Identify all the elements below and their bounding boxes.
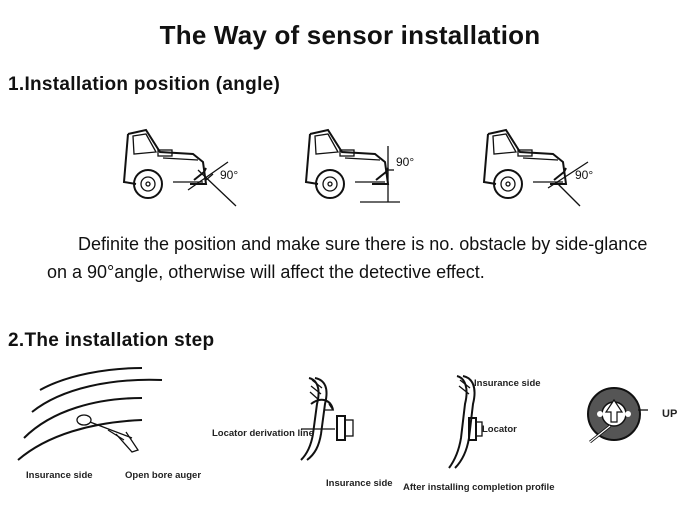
sensor-orientation-up-drawing: [587, 387, 648, 444]
car-diagram-1: [122, 128, 237, 207]
car-diagram-3: [482, 128, 589, 207]
label-insurance-side-1: Insurance side: [26, 470, 93, 481]
angle-label-3: 90°: [575, 168, 594, 182]
label-insurance-side-2: Insurance side: [326, 478, 393, 489]
step2-cross-section-drawing: [300, 377, 354, 461]
label-insurance-side-3: Insurance side: [474, 378, 541, 389]
label-after-installing: After installing completion profile: [403, 482, 555, 493]
instruction-line-1: Definite the position and make sure ther…: [78, 234, 648, 254]
angle-label-1: 90°: [220, 168, 239, 182]
label-open-bore-auger: Open bore auger: [125, 470, 202, 481]
angle-label-2: 90°: [396, 155, 415, 169]
instruction-line-2: on a 90°angle, otherwise will affect the…: [47, 262, 485, 282]
label-locator-derivation-line: Locator derivation line: [212, 428, 314, 439]
car-diagram-2: [304, 128, 400, 203]
step3-profile-drawing: [448, 375, 483, 469]
section-heading-position: 1.Installation position (angle): [8, 74, 281, 95]
section-heading-steps: 2.The installation step: [8, 330, 215, 351]
label-locator: Locator: [482, 424, 517, 435]
step1-bumper-drill-drawing: [17, 367, 163, 461]
label-up: UP: [662, 408, 678, 420]
page-title: The Way of sensor installation: [159, 20, 541, 50]
